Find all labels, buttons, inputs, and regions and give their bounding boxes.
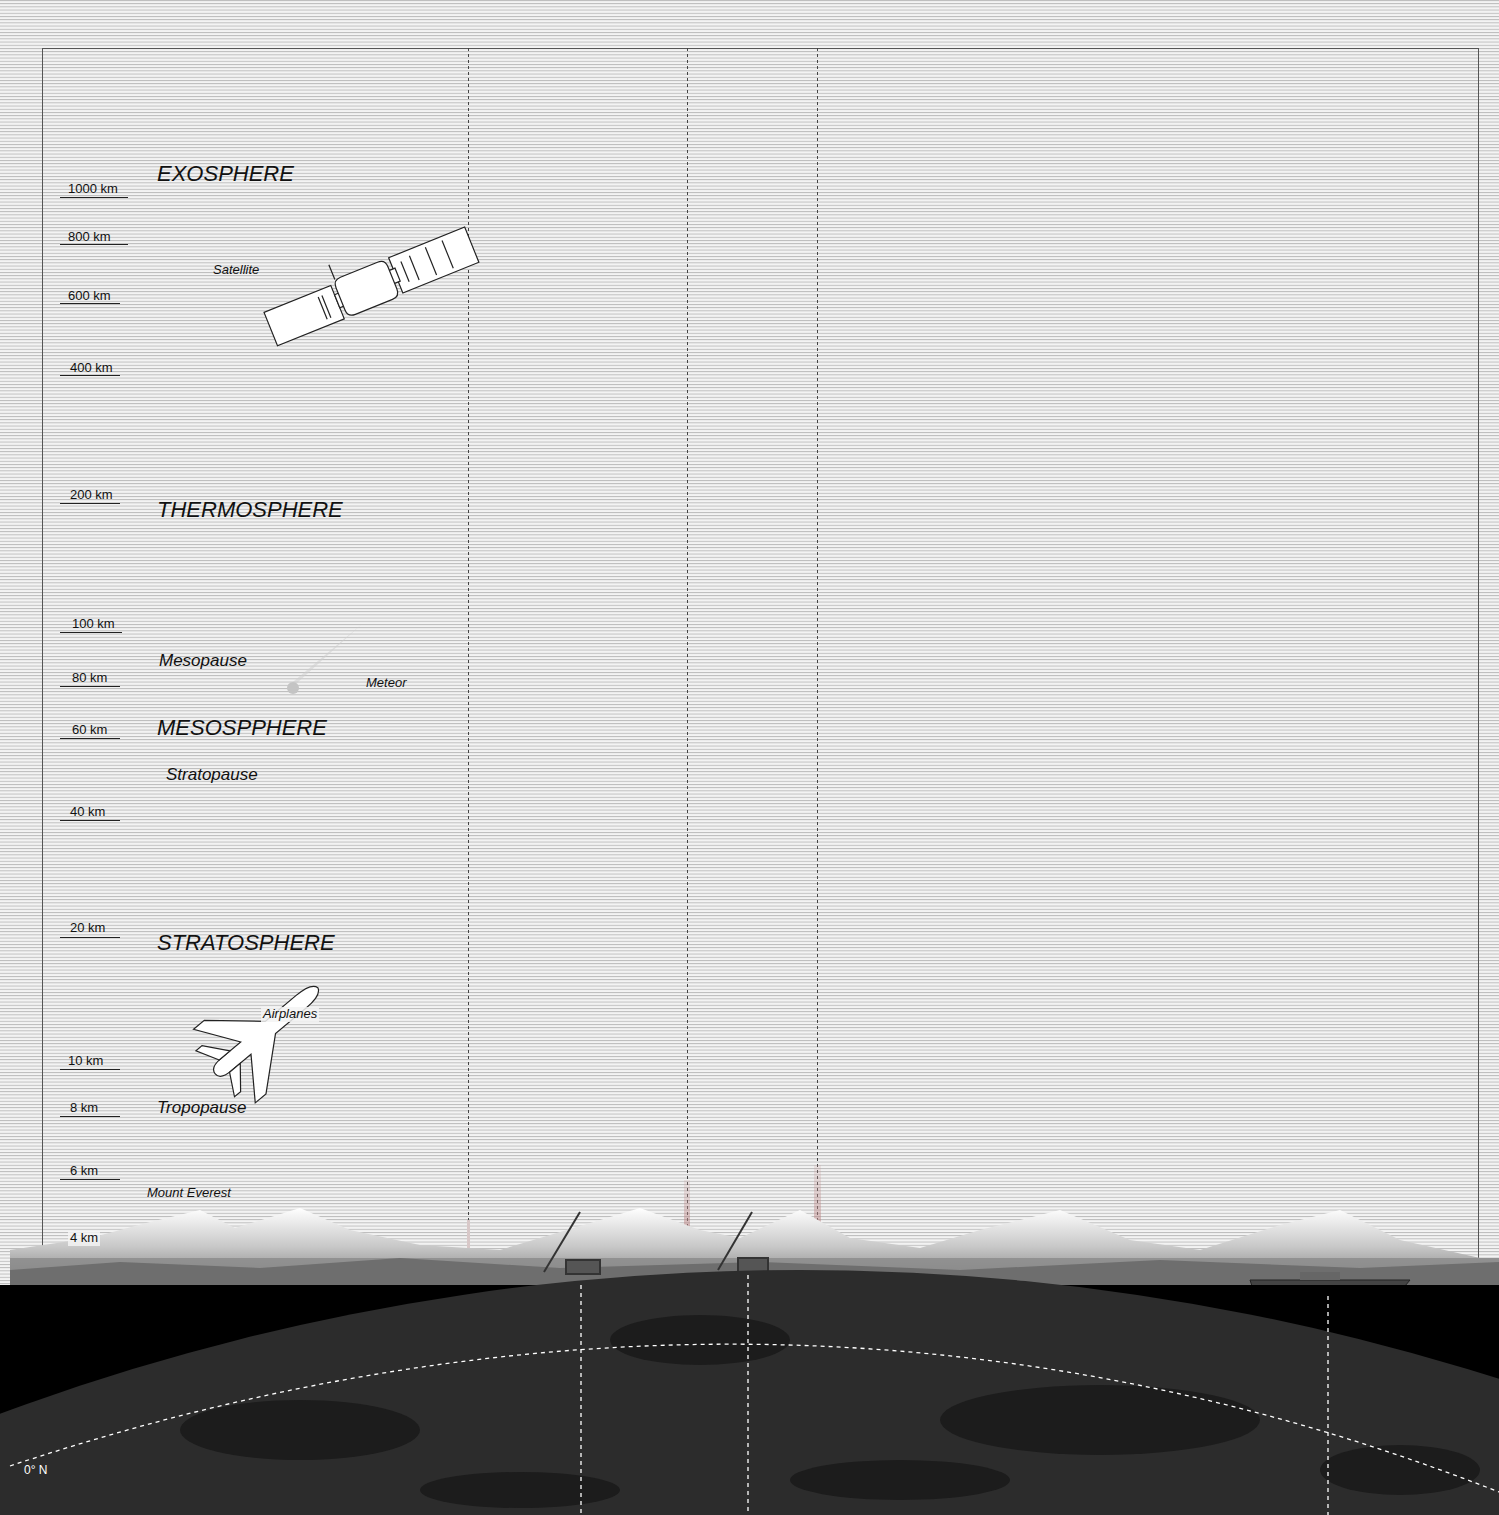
layer-name: MESOSPPHERE	[157, 715, 327, 740]
altitude-label: 600 km	[66, 289, 113, 304]
ship	[1300, 1272, 1340, 1280]
satellite-icon	[257, 212, 480, 346]
earth-globe	[0, 1270, 1499, 1515]
airplane-icon	[184, 951, 348, 1111]
altitude-label: 1000 km	[66, 182, 120, 197]
frame	[43, 49, 1479, 1289]
layer-name: EXOSPHERE	[157, 161, 294, 186]
altitude-label: 40 km	[68, 805, 107, 820]
altitude-label: 80 km	[70, 671, 109, 686]
annotation: Meteor	[366, 676, 406, 691]
altitude-label: 4 km	[68, 1231, 100, 1246]
altitude-label: 200 km	[68, 488, 115, 503]
annotation: Satellite	[213, 263, 259, 278]
scale-ticks	[60, 198, 128, 1247]
layer-name: THERMOSPHERE	[157, 497, 343, 522]
annotation: Tropopause	[157, 1098, 246, 1118]
annotation: Mesopause	[159, 651, 247, 671]
annotation: Airplanes	[261, 1007, 319, 1022]
layer-name: STRATOSPHERE	[157, 930, 335, 955]
annotation: 0° N	[24, 1464, 47, 1478]
dashed-dividers	[469, 48, 818, 1240]
meteor-icon	[287, 624, 362, 694]
annotation: Stratopause	[166, 765, 258, 785]
altitude-label: 400 km	[68, 361, 115, 376]
altitude-label: 60 km	[70, 723, 109, 738]
annotation: Mount Everest	[147, 1186, 231, 1201]
altitude-label: 6 km	[68, 1164, 100, 1179]
earth-texture	[180, 1315, 1480, 1508]
altitude-label: 100 km	[70, 617, 117, 632]
latitude-lines	[10, 1275, 1499, 1515]
altitude-label: 8 km	[68, 1101, 100, 1116]
drilling-rig	[544, 1212, 768, 1274]
altitude-label: 20 km	[68, 921, 107, 936]
altitude-label: 10 km	[66, 1054, 105, 1069]
altitude-label: 800 km	[66, 230, 113, 245]
